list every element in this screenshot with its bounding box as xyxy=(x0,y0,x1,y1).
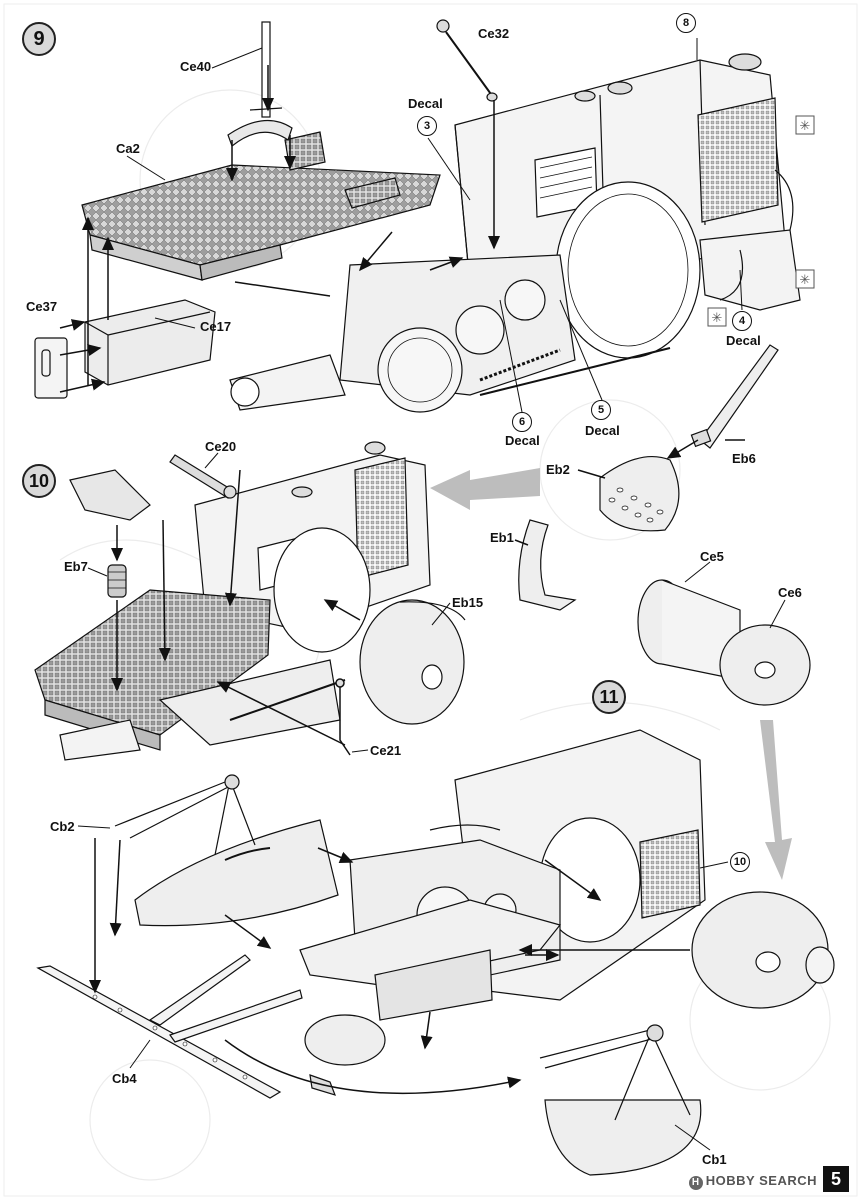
step10-mudguard-parts xyxy=(518,344,779,611)
label-ce37: Ce37 xyxy=(26,299,58,314)
step-11-marker: 11 xyxy=(592,680,626,714)
svg-text:✳: ✳ xyxy=(800,118,811,133)
step9-leader-lines xyxy=(126,38,743,413)
step11-leader-lines xyxy=(77,825,729,1151)
label-decal-top: Decal xyxy=(408,96,443,111)
step11-tractor-body xyxy=(299,729,706,1096)
step10-leader-lines xyxy=(87,452,451,753)
label-ce20: Ce20 xyxy=(205,439,237,454)
label-ce6: Ce6 xyxy=(778,585,802,600)
label-ce21: Ce21 xyxy=(370,743,402,758)
step11-headlight xyxy=(691,891,835,1009)
step11-mudguard-cb1 xyxy=(539,1024,702,1176)
label-eb6: Eb6 xyxy=(732,451,756,466)
label-ce32: Ce32 xyxy=(478,26,510,41)
label-eb7: Eb7 xyxy=(64,559,88,574)
label-decal-5: Decal xyxy=(585,423,620,438)
step9-lever-ce40 xyxy=(227,21,293,147)
direction-arrow-down xyxy=(760,720,792,880)
step-10-marker: 10 xyxy=(22,464,56,498)
label-ce17: Ce17 xyxy=(200,319,232,334)
step10-lever-ce20 xyxy=(169,454,237,499)
step11-assembly-arrows xyxy=(89,838,690,1095)
watermark-logo-icon: H xyxy=(688,1176,703,1190)
step9-lever-ce32 xyxy=(436,19,498,102)
svg-text:✳: ✳ xyxy=(800,272,811,287)
step10-seat xyxy=(69,469,151,598)
label-ce5: Ce5 xyxy=(700,549,724,564)
label-eb1: Eb1 xyxy=(490,530,514,545)
callout-5: 5 xyxy=(591,400,611,420)
callout-10: 10 xyxy=(730,852,750,872)
step10-assembly-arrows xyxy=(111,469,361,746)
label-ce40: Ce40 xyxy=(180,59,212,74)
page-number: 5 xyxy=(823,1166,849,1192)
step10-headlight-leaders xyxy=(684,561,786,629)
step11-bar-cb4 xyxy=(36,954,303,1099)
decal-markers: ✳ ✳ ✳ xyxy=(707,115,815,327)
step10-wheel-eb15 xyxy=(359,599,466,725)
callout-3: 3 xyxy=(417,116,437,136)
label-decal-6: Decal xyxy=(505,433,540,448)
label-eb2: Eb2 xyxy=(546,462,570,477)
direction-arrow-left xyxy=(430,468,540,510)
label-eb15: Eb15 xyxy=(452,595,484,610)
step9-assembly-arrows xyxy=(59,65,500,393)
label-decal-right: Decal xyxy=(726,333,761,348)
step9-tractor-body xyxy=(229,53,801,413)
callout-6: 6 xyxy=(512,412,532,432)
label-ca2: Ca2 xyxy=(116,141,140,156)
label-cb4: Cb4 xyxy=(112,1071,137,1086)
watermark-text: HOBBY SEARCH xyxy=(705,1173,817,1188)
step10-lever-ce21 xyxy=(335,678,351,756)
step9-toolbox xyxy=(34,299,216,399)
callout-4: 4 xyxy=(732,311,752,331)
step10-tractor-body xyxy=(34,441,431,761)
label-cb2: Cb2 xyxy=(50,819,75,834)
step10-headlight-ce5-ce6 xyxy=(637,579,811,706)
step11-mudguard-cb2 xyxy=(114,774,339,927)
step-9-marker: 9 xyxy=(22,22,56,56)
callout-8: 8 xyxy=(676,13,696,33)
label-cb1: Cb1 xyxy=(702,1152,727,1167)
step10-mudguard-arrows xyxy=(514,439,745,546)
svg-text:✳: ✳ xyxy=(712,310,723,325)
